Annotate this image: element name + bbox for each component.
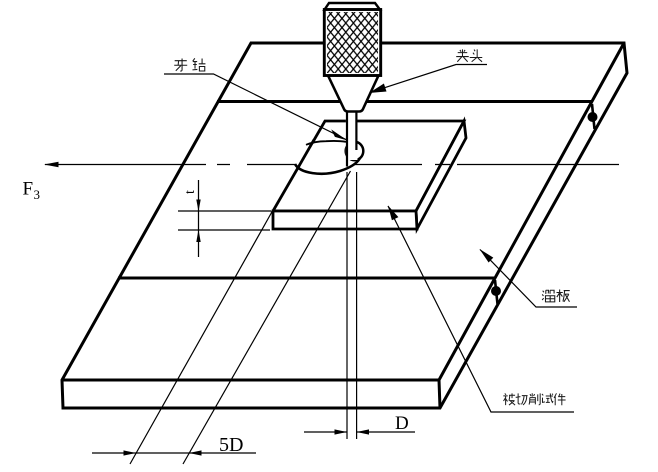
svg-text:t: t [183, 190, 198, 194]
svg-text:D: D [395, 413, 409, 434]
svg-text:F: F [23, 179, 34, 200]
svg-text:3: 3 [34, 187, 41, 202]
svg-text:5D: 5D [219, 434, 243, 456]
